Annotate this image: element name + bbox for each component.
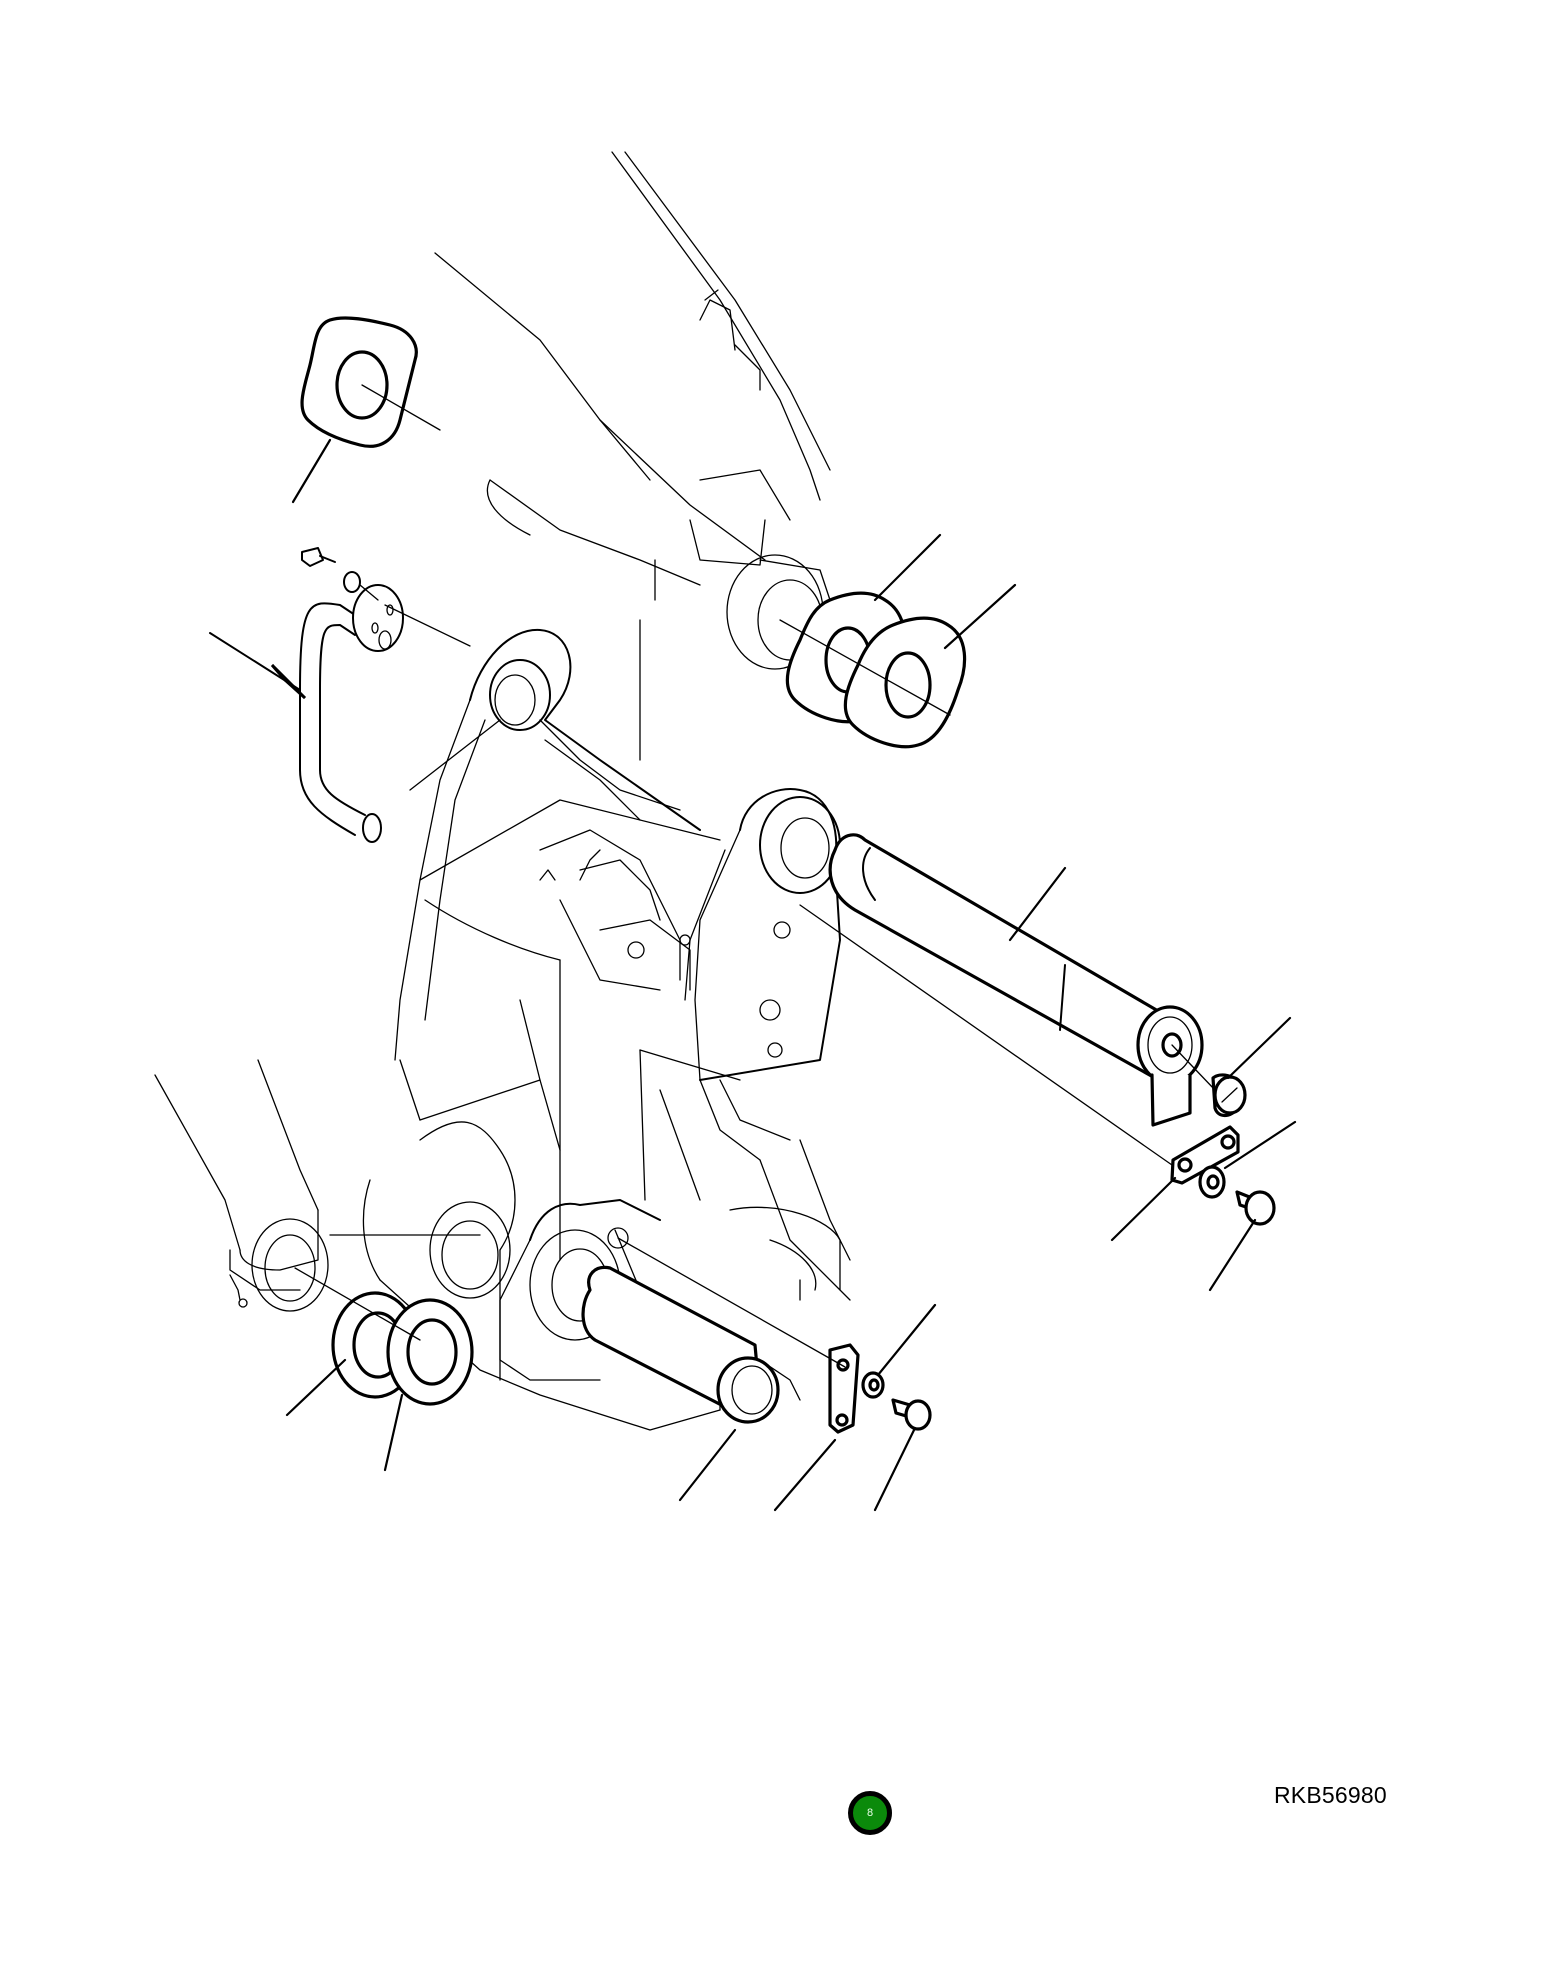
axis-line-lower-shims [294, 1267, 421, 1341]
leader-lower-plate [773, 1438, 837, 1512]
page-badge-label: 8 [866, 1806, 874, 1819]
shim-plate-upper-right [843, 616, 967, 749]
leader-shim-upper-mid [873, 533, 942, 602]
axis-line-upper-pin [799, 904, 1173, 1166]
leader-lower-shim-left [285, 1358, 347, 1417]
grease-pipe [299, 547, 471, 843]
leader-upper-cap [1226, 1016, 1292, 1080]
lower-shim-right [386, 1298, 474, 1406]
leader-lower-shim-right [383, 1393, 404, 1472]
leader-upper-bolt [1208, 1218, 1257, 1292]
leader-lower-pin [678, 1428, 737, 1502]
page-badge: 8 [848, 1791, 892, 1835]
reference-code: RKB56980 [1274, 1782, 1387, 1808]
lower-linkage [362, 1121, 841, 1431]
leader-upper-pin [1008, 866, 1067, 942]
lower-retaining-hardware [828, 1343, 932, 1434]
callout-leaders [285, 438, 1297, 1512]
leader-upper-washer [1223, 1120, 1297, 1170]
axis-line-upper-left-shim [361, 384, 441, 431]
axis-line-upper-cap [1171, 1044, 1216, 1091]
shim-plate-upper-left [300, 316, 418, 448]
leader-lower-bolt [873, 1426, 917, 1512]
upper-retaining-hardware [1170, 1073, 1276, 1226]
lower-pivot-pin [581, 1265, 801, 1424]
upper-pivot-pin [828, 833, 1204, 1127]
leader-shim-upper-left [291, 438, 332, 504]
pivot-frame [394, 628, 851, 1301]
direction-arrow [209, 632, 307, 700]
hydraulic-cylinder [154, 1059, 329, 1312]
leader-upper-plate [1110, 1176, 1177, 1242]
leader-shim-upper-right [943, 583, 1017, 650]
axis-line-lower-pin [617, 1237, 846, 1368]
leader-lower-washer [876, 1303, 937, 1377]
axis-line-upper-shims [779, 619, 951, 716]
upper-boom-arm [434, 151, 831, 761]
